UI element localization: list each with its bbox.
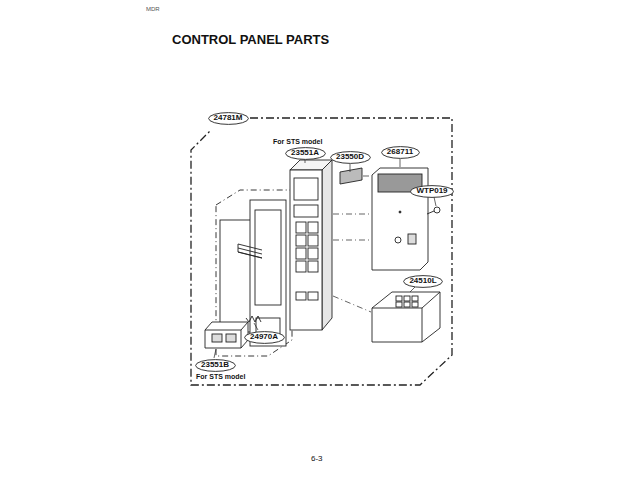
callout-number: 268711 [387,148,413,156]
pcb-connector [408,234,416,244]
bracket-part [372,292,440,342]
model-note: For STS model [272,138,323,146]
bracket-edge [372,292,440,342]
front-film [220,220,252,332]
callout-oval: 23550D [330,151,371,164]
callout-oval: 268711 [381,146,420,159]
strip-part [340,168,362,184]
button-key [226,334,236,342]
screw-shank [427,211,434,214]
leader-lines [214,159,436,358]
callout-oval: 24510L [403,275,443,288]
button-slot [296,292,306,300]
frame-side [322,160,332,330]
button-key [212,334,222,342]
callout-number: 23551B [201,361,229,369]
oval-shape [404,275,443,287]
page-title: CONTROL PANEL PARTS [172,32,329,47]
corner-mark: MDR [146,6,160,12]
callout-number: 23550D [336,153,364,161]
key-grid [296,222,318,272]
callout-number: 24970A [250,333,278,341]
oval-shape [285,147,325,159]
callout-number: WTP019 [416,187,447,195]
button-part [205,322,248,348]
page-number: 6-3 [311,454,323,463]
oval-shape [195,359,235,371]
spring-part [246,316,261,322]
bracket-grid [396,296,418,307]
oval-shape [330,151,370,163]
callout-oval: 23551BFor STS model [195,359,236,372]
button-slot [308,292,318,300]
pcb-dot [399,211,401,213]
oval-shape [244,331,284,343]
callout-oval: WTP019 [410,185,454,198]
button-edge [205,322,248,348]
oval-shape [381,146,419,158]
callout-oval: 24970A [244,331,285,344]
callout-number: 24781M [214,114,243,122]
frame-opening [294,205,318,217]
oval-shape [411,185,454,197]
pcb-plate [372,168,428,270]
oval-shape [208,112,248,124]
flex-cable [238,244,262,258]
membrane-sheet [250,200,286,346]
assembly-boundary [191,118,452,385]
callout-oval: For STS model23551A [285,147,326,160]
control-frame [290,170,322,330]
pcb-hole [395,237,401,243]
callout-number: 24510L [409,277,436,285]
callout-number: 23551A [291,149,319,157]
assembly-lines [333,176,371,312]
display-window [294,178,318,200]
screw-head [434,207,440,213]
callout-oval: 24781M [208,112,249,125]
model-note: For STS model [195,373,246,381]
